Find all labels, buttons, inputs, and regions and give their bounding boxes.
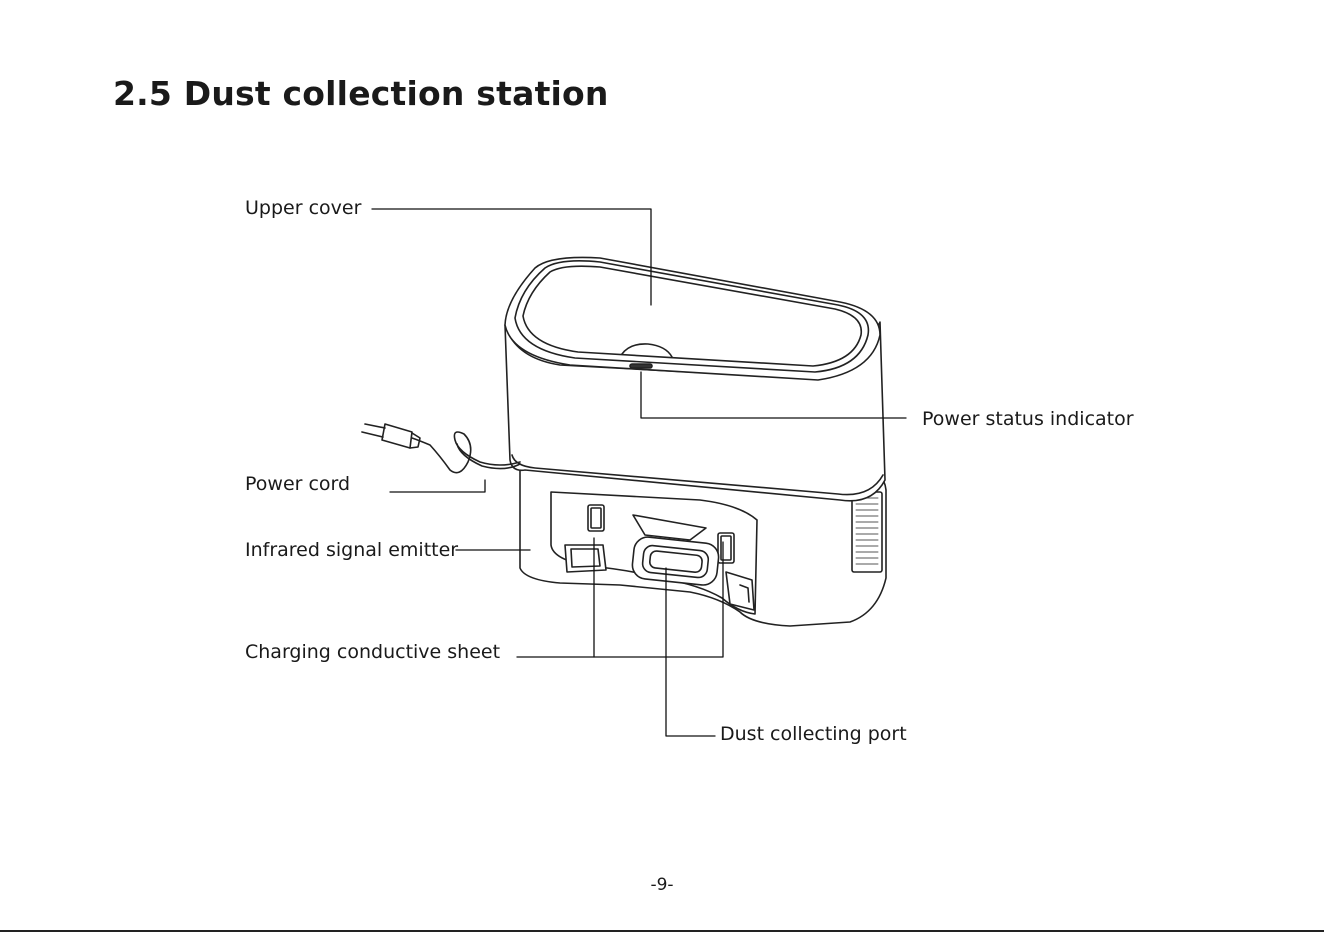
label-power-cord: Power cord — [245, 472, 350, 496]
label-dust-collecting-port: Dust collecting port — [720, 722, 907, 746]
page-number: -9- — [0, 875, 1324, 895]
bottom-rule — [0, 930, 1324, 932]
label-infrared-signal-emitter: Infrared signal emitter — [245, 538, 458, 562]
label-upper-cover: Upper cover — [245, 196, 361, 220]
label-charging-conductive-sheet: Charging conductive sheet — [245, 640, 500, 664]
label-power-status-indicator: Power status indicator — [922, 407, 1134, 431]
power-cord — [362, 424, 520, 473]
